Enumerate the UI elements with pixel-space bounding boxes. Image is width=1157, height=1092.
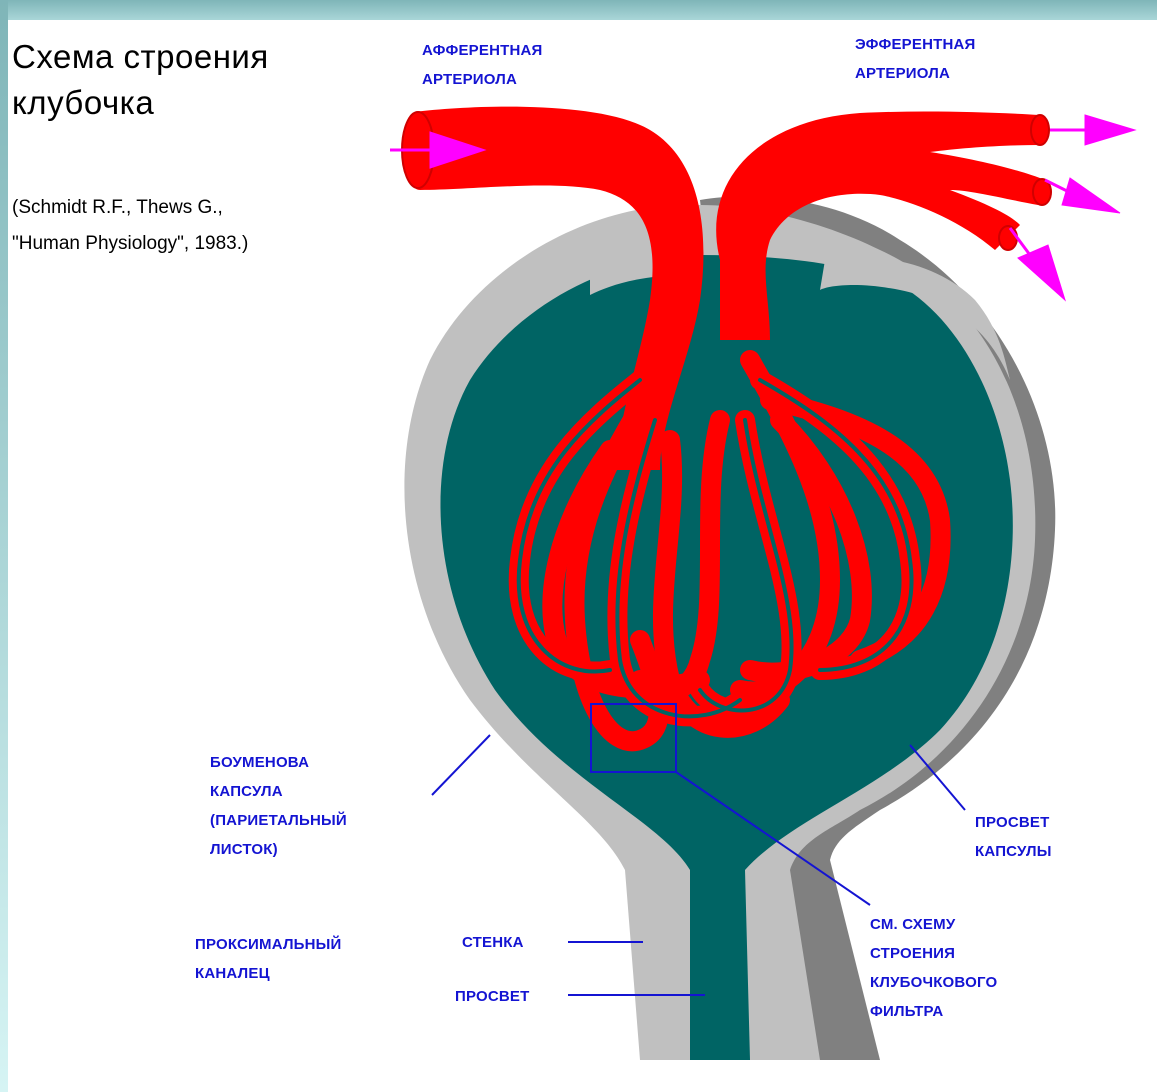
label-efferent-arteriole: ЭФФЕРЕНТНАЯ АРТЕРИОЛА [855, 30, 976, 88]
citation-line: "Human Physiology", 1983.) [12, 226, 248, 262]
label-line: ФИЛЬТРА [870, 997, 997, 1026]
label-line: ЛИСТОК) [210, 835, 347, 864]
label-line: БОУМЕНОВА [210, 748, 347, 777]
citation: (Schmidt R.F., Thews G., "Human Physiolo… [12, 190, 248, 262]
title-line: клубочка [12, 80, 269, 126]
arrow-out-3 [1018, 245, 1065, 300]
leader-bowman [432, 735, 490, 795]
diagram-title: Схема строения клубочка [12, 34, 269, 126]
label-line: СТЕНКА [462, 928, 524, 957]
label-bowman-capsule: БОУМЕНОВА КАПСУЛА (ПАРИЕТАЛЬНЫЙ ЛИСТОК) [210, 748, 347, 864]
label-line: АРТЕРИОЛА [422, 65, 543, 94]
label-line: АФФЕРЕНТНАЯ [422, 36, 543, 65]
label-line: ЭФФЕРЕНТНАЯ [855, 30, 976, 59]
label-line: СТРОЕНИЯ [870, 939, 997, 968]
label-line: СМ. СХЕМУ [870, 910, 997, 939]
label-wall: СТЕНКА [462, 928, 524, 957]
label-line: ПРОСВЕТ [455, 982, 530, 1011]
arrow-out-1 [1085, 115, 1135, 145]
arrow-out-2 [1062, 178, 1120, 213]
label-line: КАПСУЛЫ [975, 837, 1052, 866]
label-line: (ПАРИЕТАЛЬНЫЙ [210, 806, 347, 835]
label-capsule-lumen: ПРОСВЕТ КАПСУЛЫ [975, 808, 1052, 866]
title-line: Схема строения [12, 34, 269, 80]
label-afferent-arteriole: АФФЕРЕНТНАЯ АРТЕРИОЛА [422, 36, 543, 94]
label-line: АРТЕРИОЛА [855, 59, 976, 88]
efferent-branch-1-end [1031, 115, 1049, 145]
label-lumen: ПРОСВЕТ [455, 982, 530, 1011]
citation-line: (Schmidt R.F., Thews G., [12, 190, 248, 226]
label-line: КАНАЛЕЦ [195, 959, 342, 988]
label-line: ПРОКСИМАЛЬНЫЙ [195, 930, 342, 959]
label-line: КАПСУЛА [210, 777, 347, 806]
label-line: КЛУБОЧКОВОГО [870, 968, 997, 997]
efferent-branch-3-end [999, 226, 1017, 250]
label-see-filter-scheme: СМ. СХЕМУ СТРОЕНИЯ КЛУБОЧКОВОГО ФИЛЬТРА [870, 910, 997, 1026]
label-proximal-tubule: ПРОКСИМАЛЬНЫЙ КАНАЛЕЦ [195, 930, 342, 988]
label-line: ПРОСВЕТ [975, 808, 1052, 837]
